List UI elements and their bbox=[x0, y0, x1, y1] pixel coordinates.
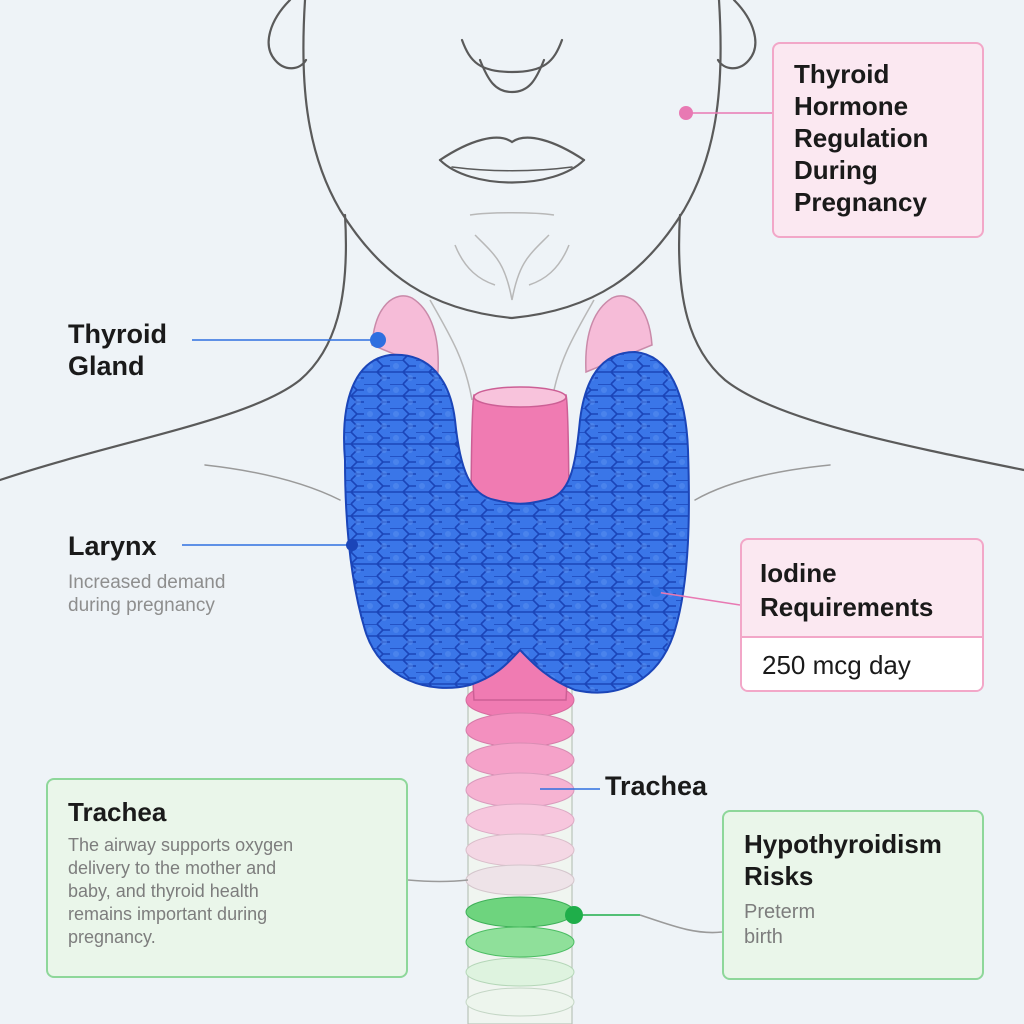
iodine-title-line2: Requirements bbox=[760, 592, 934, 622]
thyroid-gland-label-line2: Gland bbox=[68, 351, 145, 382]
trachea-body-line2: delivery to the mother and bbox=[68, 858, 277, 878]
head-outline bbox=[267, 0, 757, 320]
hypothyroidism-body-line2: birth bbox=[744, 926, 783, 948]
throat-structures bbox=[429, 212, 595, 401]
neck-outline bbox=[0, 213, 1024, 501]
hypothyroidism-body: Preterm birth bbox=[744, 900, 815, 950]
hormone-regulation-card: Thyroid Hormone Regulation During Pregna… bbox=[772, 42, 984, 238]
larynx-note-line2: during pregnancy bbox=[68, 594, 215, 616]
hormone-title-line5: Pregnancy bbox=[794, 187, 927, 217]
hypothyroidism-card: Hypothyroidism Risks Preterm birth bbox=[722, 810, 984, 980]
hypothyroidism-title-line1: Hypothyroidism bbox=[744, 829, 942, 859]
leader-lines bbox=[182, 112, 774, 934]
trachea-card: Trachea The airway supports oxygen deliv… bbox=[46, 778, 408, 978]
trachea bbox=[465, 654, 575, 1024]
hypothyroidism-title-line2: Risks bbox=[744, 861, 814, 891]
iodine-title: Iodine Requirements bbox=[760, 556, 933, 624]
hypothyroidism-body-line1: Preterm bbox=[744, 901, 816, 923]
hormone-title-line2: Hormone bbox=[794, 91, 909, 121]
trachea-label: Trachea bbox=[605, 771, 708, 801]
trachea-card-title: Trachea bbox=[68, 797, 167, 827]
larynx-label: Larynx bbox=[68, 531, 157, 561]
iodine-value: 250 mcg day bbox=[762, 650, 911, 680]
thyroid-gland-label: Thyroid Gland bbox=[68, 318, 167, 383]
trachea-card-body: The airway supports oxygen delivery to t… bbox=[68, 834, 293, 949]
trachea-body-line1: The airway supports oxygen bbox=[68, 835, 294, 855]
hormone-title-line4: During bbox=[794, 155, 878, 185]
trachea-body-line3: baby, and thyroid health bbox=[68, 881, 259, 901]
hormone-title-line1: Thyroid bbox=[794, 59, 890, 89]
hormone-title-line3: Regulation bbox=[794, 123, 929, 153]
iodine-title-line1: Iodine bbox=[760, 558, 837, 588]
larynx-note-line1: Increased demand bbox=[68, 572, 226, 593]
thyroid-gland bbox=[343, 350, 690, 694]
trachea-body-line4: remains important during bbox=[68, 904, 268, 924]
thyroid-upper-poles bbox=[371, 295, 653, 374]
larynx-note: Increased demand during pregnancy bbox=[68, 572, 225, 618]
hypothyroidism-title: Hypothyroidism Risks bbox=[744, 828, 942, 892]
iodine-card: Iodine Requirements 250 mcg day bbox=[740, 538, 984, 692]
leader-dots bbox=[346, 106, 693, 924]
iodine-value-box: 250 mcg day bbox=[742, 636, 982, 690]
hormone-regulation-title: Thyroid Hormone Regulation During Pregna… bbox=[794, 58, 928, 218]
thyroid-gland-label-line1: Thyroid bbox=[68, 319, 167, 349]
trachea-body-line5: pregnancy. bbox=[68, 927, 156, 947]
